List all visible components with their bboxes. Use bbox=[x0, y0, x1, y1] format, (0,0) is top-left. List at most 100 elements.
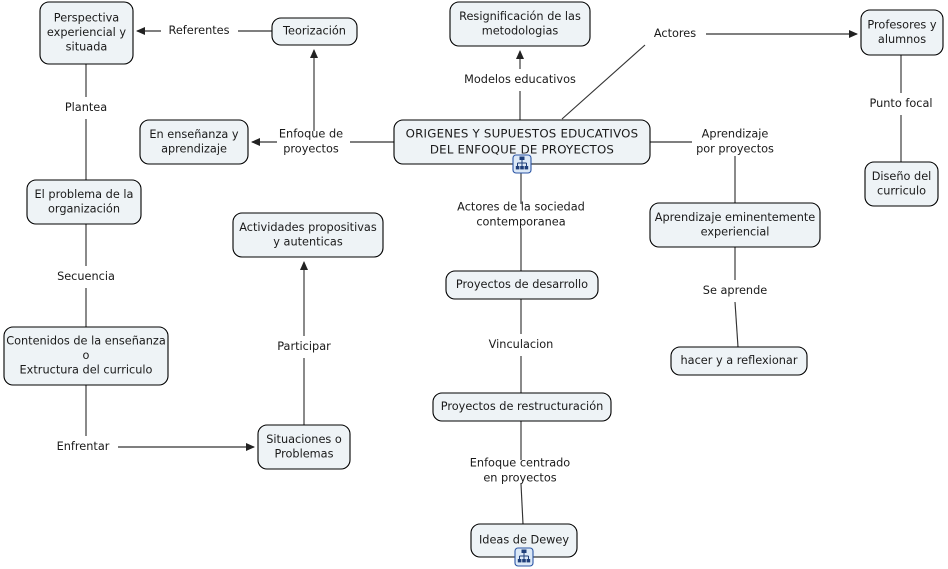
link-label-se-aprende[interactable]: Se aprende bbox=[703, 284, 767, 297]
link-label-participar[interactable]: Participar bbox=[277, 340, 331, 353]
link-label-se-aprende-text: Se aprende bbox=[703, 284, 767, 297]
node-el-problema-de-la-organizacion-box bbox=[26, 179, 142, 225]
node-el-problema-de-la-organizacion-text-line: El problema de la bbox=[35, 188, 134, 201]
edges-layer bbox=[85, 27, 902, 525]
node-proyectos-de-restructuracion[interactable]: Proyectos de restructuración bbox=[432, 392, 612, 422]
node-aprendizaje-eminentemente-experiencial-text-line: Aprendizaje eminentemente bbox=[655, 211, 816, 224]
node-situaciones-o-problemas-text-line: Situaciones o bbox=[266, 433, 342, 446]
node-hacer-y-a-reflexionar-text-line: hacer y a reflexionar bbox=[681, 354, 798, 367]
node-resignificacion-metodologias-text-line: metodologias bbox=[482, 24, 559, 37]
node-teorizacion-text-line: Teorización bbox=[282, 25, 346, 38]
node-diseno-del-curriculo-text-line: Diseño del bbox=[872, 170, 932, 183]
node-teorizacion-box bbox=[271, 17, 358, 46]
node-ideas-de-dewey-text-line: Ideas de Dewey bbox=[479, 534, 569, 547]
node-hacer-y-a-reflexionar[interactable]: hacer y a reflexionar bbox=[670, 346, 808, 376]
node-proyectos-de-desarrollo-box bbox=[445, 270, 599, 300]
link-label-actores-de-la-sociedad[interactable]: Actores de la sociedad contemporanea bbox=[457, 201, 585, 229]
node-actividades-propositivas-box bbox=[232, 212, 384, 258]
node-situaciones-o-problemas-text-line: Problemas bbox=[275, 447, 334, 460]
node-proyectos-de-restructuracion-text-line: Proyectos de restructuración bbox=[441, 400, 604, 413]
link-label-vinculacion-text: Vinculacion bbox=[489, 338, 554, 351]
node-hacer-y-a-reflexionar-box bbox=[670, 346, 808, 376]
node-el-problema-de-la-organizacion-text-line: organización bbox=[48, 202, 120, 215]
link-label-aprendizaje-por-proyectos-text: Aprendizaje bbox=[702, 128, 769, 141]
node-perspectiva-experiencial-text-line: Perspectiva bbox=[54, 12, 119, 25]
link-label-referentes-text: Referentes bbox=[169, 24, 230, 37]
node-resignificacion-metodologias-box bbox=[449, 1, 591, 47]
node-proyectos-de-restructuracion-box bbox=[432, 392, 612, 422]
node-perspectiva-experiencial-text-line: experiencial y bbox=[47, 26, 126, 39]
link-label-enfoque-de-proyectos-text: Enfoque de bbox=[279, 128, 343, 141]
node-proyectos-de-desarrollo[interactable]: Proyectos de desarrollo bbox=[445, 270, 599, 300]
link-label-enfoque-de-proyectos-text: proyectos bbox=[283, 143, 339, 156]
node-teorizacion[interactable]: Teorización bbox=[271, 17, 358, 46]
node-profesores-y-alumnos-box bbox=[860, 9, 944, 56]
node-resignificacion-metodologias-text-line: Resignificación de las bbox=[459, 10, 581, 23]
link-label-enfrentar[interactable]: Enfrentar bbox=[57, 440, 110, 453]
link-label-punto-focal[interactable]: Punto focal bbox=[869, 97, 932, 110]
link-label-enfrentar-text: Enfrentar bbox=[57, 440, 110, 453]
node-actividades-propositivas-text-line: y autenticas bbox=[273, 235, 343, 248]
link-label-plantea-text: Plantea bbox=[65, 101, 107, 114]
node-contenidos-estructura-curriculo-text-line: Contenidos de la enseñanza bbox=[6, 335, 166, 348]
node-en-ensenanza-y-aprendizaje-text-line: En enseñanza y bbox=[149, 128, 239, 141]
link-label-modelos-educativos[interactable]: Modelos educativos bbox=[464, 73, 576, 86]
link-label-secuencia-text: Secuencia bbox=[57, 270, 115, 283]
link-label-referentes[interactable]: Referentes bbox=[169, 24, 230, 37]
node-aprendizaje-eminentemente-experiencial-box bbox=[649, 202, 821, 248]
node-central-origenes-supuestos[interactable]: ORIGENES Y SUPUESTOS EDUCATIVOS DEL ENFOQ… bbox=[393, 119, 651, 174]
link-label-vinculacion[interactable]: Vinculacion bbox=[489, 338, 554, 351]
node-ideas-de-dewey[interactable]: Ideas de Dewey bbox=[470, 523, 578, 567]
node-aprendizaje-eminentemente-experiencial-text-line: experiencial bbox=[701, 225, 770, 238]
concept-map-resource-icon[interactable] bbox=[512, 154, 532, 174]
node-proyectos-de-desarrollo-text-line: Proyectos de desarrollo bbox=[456, 278, 588, 291]
node-perspectiva-experiencial-text-line: situada bbox=[66, 41, 108, 54]
node-contenidos-estructura-curriculo-text-line: o bbox=[83, 349, 90, 362]
node-perspectiva-experiencial-box bbox=[39, 1, 134, 65]
link-label-actores-text: Actores bbox=[654, 27, 696, 40]
link-label-enfoque-centrado-en-proyectos-text: en proyectos bbox=[483, 472, 556, 485]
edge-se-aprende-to-reflexionar bbox=[734, 301, 739, 348]
node-contenidos-estructura-curriculo-box bbox=[3, 326, 169, 386]
edge-central-to-actores bbox=[561, 44, 646, 120]
link-label-actores-de-la-sociedad-text: Actores de la sociedad bbox=[457, 201, 585, 214]
node-en-ensenanza-y-aprendizaje-box bbox=[139, 119, 249, 165]
node-contenidos-estructura-curriculo-text-line: Extructura del curriculo bbox=[20, 364, 153, 377]
node-profesores-y-alumnos-text-line: Profesores y bbox=[867, 18, 936, 31]
node-situaciones-o-problemas-box bbox=[257, 424, 351, 470]
link-label-enfoque-centrado-en-proyectos-text: Enfoque centrado bbox=[470, 457, 571, 470]
concept-map-resource-icon[interactable] bbox=[514, 547, 534, 567]
node-diseno-del-curriculo-text-line: curriculo bbox=[877, 184, 926, 197]
link-label-modelos-educativos-text: Modelos educativos bbox=[464, 73, 576, 86]
node-central-origenes-supuestos-text-line: ORIGENES Y SUPUESTOS EDUCATIVOS bbox=[406, 127, 639, 141]
link-label-participar-text: Participar bbox=[277, 340, 331, 353]
node-en-ensenanza-y-aprendizaje-text-line: aprendizaje bbox=[161, 142, 227, 155]
link-label-actores[interactable]: Actores bbox=[654, 27, 696, 40]
node-diseno-del-curriculo-box bbox=[864, 161, 939, 207]
edge-enfoque-centrado-to-dewey bbox=[520, 483, 524, 525]
link-label-aprendizaje-por-proyectos[interactable]: Aprendizaje por proyectos bbox=[696, 128, 774, 156]
link-label-plantea[interactable]: Plantea bbox=[65, 101, 107, 114]
node-central-origenes-supuestos-text-line: DEL ENFOQUE DE PROYECTOS bbox=[430, 143, 614, 157]
node-actividades-propositivas-text-line: Actividades propositivas bbox=[239, 221, 377, 234]
link-label-punto-focal-text: Punto focal bbox=[869, 97, 932, 110]
link-label-secuencia[interactable]: Secuencia bbox=[57, 270, 115, 283]
link-label-actores-de-la-sociedad-text: contemporanea bbox=[476, 216, 565, 229]
link-label-enfoque-centrado-en-proyectos[interactable]: Enfoque centrado en proyectos bbox=[470, 457, 571, 485]
link-label-aprendizaje-por-proyectos-text: por proyectos bbox=[696, 143, 774, 156]
link-label-enfoque-de-proyectos[interactable]: Enfoque de proyectos bbox=[279, 128, 343, 156]
